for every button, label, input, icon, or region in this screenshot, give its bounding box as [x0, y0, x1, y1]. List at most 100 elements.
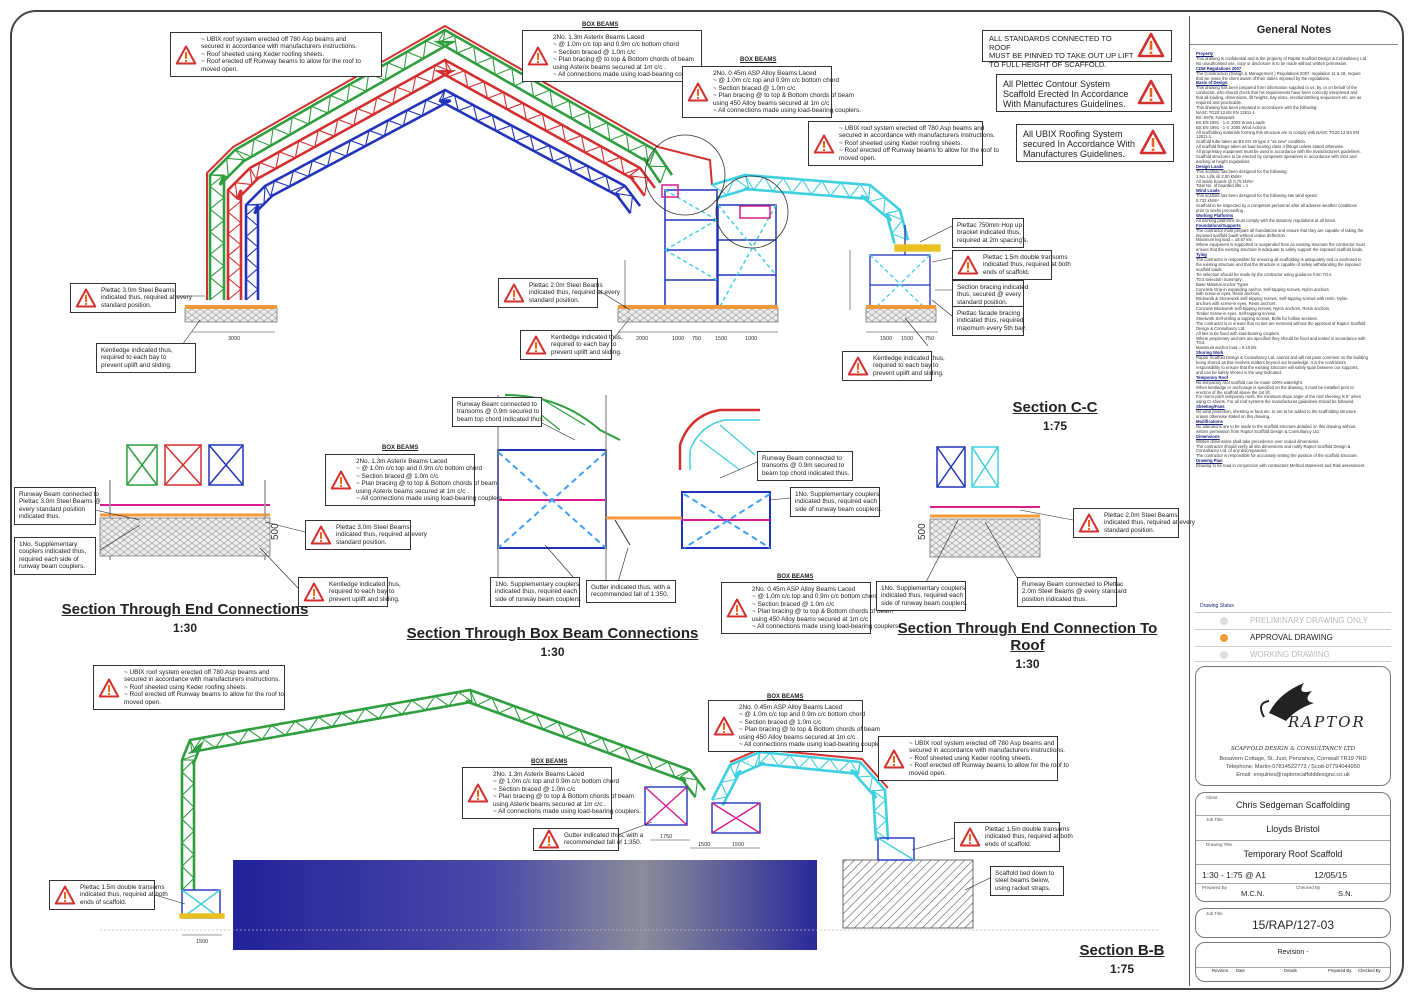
note-line: Gutter indicated thus, with a: [564, 832, 644, 839]
general-notes-heading: Design Loads: [1196, 163, 1224, 169]
truss-lacing: [272, 127, 290, 136]
truss-lacing: [245, 257, 259, 269]
general-notes-line: This drawing has been prepared in accord…: [1196, 104, 1318, 110]
general-notes-line: Concrete Grip-in expanding anchor, Self-…: [1196, 286, 1329, 292]
warning-triangle-icon: [467, 783, 489, 805]
cc-kentledge: [184, 305, 937, 323]
note-line: indicated thus, required at both: [985, 833, 1073, 841]
note-line: using 450 Alloy beams secured at 1m c/c …: [739, 733, 859, 741]
truss-lacing: [615, 192, 633, 197]
box-beams-heading-cc-2: BOX BEAMS: [740, 57, 777, 63]
status-approval: APPROVAL DRAWING: [1195, 629, 1391, 645]
company-telephone: Telephone: Martin-07814522773 / Scott-07…: [1225, 764, 1361, 770]
note-line: position indicated thus.: [1022, 595, 1088, 603]
drawing-frame: [10, 10, 1404, 990]
general-notes-line: BS: 5975; Falsework: [1196, 114, 1235, 120]
truss-lacing: [201, 737, 216, 749]
truss-lacing: [209, 265, 225, 278]
truss-lacing: [456, 45, 474, 54]
truss-lacing: [694, 779, 699, 798]
warning-triangle-icon: [303, 582, 325, 604]
general-notes-line: No unauthorised use, copy or disclosure …: [1196, 60, 1348, 66]
truss-lacing: [601, 737, 610, 754]
general-notes-line: BS EN 1991 - 1-3: 2003 Snow Loads: [1196, 119, 1265, 125]
truss-lacing: [557, 721, 566, 738]
truss-lacing: [791, 179, 804, 194]
truss-lacing: [609, 185, 626, 193]
truss-lacing: [263, 185, 266, 205]
truss-lacing: [529, 135, 535, 152]
rev-col-date: Date: [1236, 968, 1245, 973]
note-line: 2No. 1.3m Asterix Beams Laced: [493, 771, 585, 778]
note-line: ~ Roof erected off Runway beams to allow…: [839, 147, 999, 155]
general-notes-line: written permission from Raptor Scaffold …: [1196, 428, 1320, 434]
note-line: secured in accordance with manufacturers…: [909, 747, 1065, 755]
title-section-end-connection-roof: Section Through End Connection To Roof 1…: [880, 620, 1175, 671]
checked-label: Checked By: [1296, 885, 1321, 890]
general-notes-heading: Modifications: [1196, 418, 1223, 424]
note-line: ~ All connections made using load-bearin…: [553, 71, 701, 79]
job-number-value: 15/RAP/127-03: [1251, 918, 1335, 932]
note-line: required to each bay to: [873, 362, 939, 370]
general-notes-line: Maximum anchor load = 6.10 kN.: [1196, 345, 1258, 351]
truss-lacing: [245, 289, 259, 301]
note-line: required each side of: [19, 555, 79, 563]
warning-triangle-icon: [1137, 79, 1165, 107]
truss-lacing: [772, 177, 784, 192]
warning-triangle-icon: [310, 525, 332, 547]
truss-lacing: [191, 737, 203, 753]
general-notes-line: This drawing has been prepared from info…: [1196, 85, 1358, 91]
truss-lacing: [350, 140, 366, 147]
note-line: standard position.: [336, 538, 387, 546]
title-section-bb: Section B-B 1:75: [1062, 942, 1182, 976]
warn-plettec-guidelines: All Plettec Contour System Scaffold Erec…: [996, 74, 1172, 112]
truss-lacing: [308, 716, 319, 732]
general-notes-line: ensure that the existing structure is ad…: [1196, 247, 1364, 253]
note-line: standard position.: [101, 301, 152, 309]
general-notes-line: being shored as this involves matters be…: [1196, 360, 1346, 366]
title-section-box-beam-connections: Section Through Box Beam Connections 1:3…: [405, 625, 700, 659]
truss-lacing: [234, 182, 238, 200]
cc-dim-1000: 1000: [672, 336, 684, 342]
warning-triangle-icon: [98, 678, 120, 700]
truss-lacing: [849, 760, 860, 775]
se-kentledge: [99, 517, 271, 557]
truss-lacing: [249, 167, 253, 185]
status-working: WORKING DRAWING: [1195, 646, 1391, 662]
truss-lacing: [533, 89, 551, 98]
general-notes-title: General Notes: [1190, 16, 1398, 45]
truss-lacing: [318, 129, 335, 137]
prepared-value: M.C.N.: [1241, 889, 1265, 898]
cc-dim-1500: 1500: [715, 336, 727, 342]
truss-chord: [226, 58, 657, 300]
truss-lacing: [234, 149, 252, 158]
truss-lacing: [754, 751, 761, 768]
note-ubix-cc-right: ~ UBIX roof system erected off 780 Asp b…: [808, 121, 999, 167]
general-notes-line: The contractor should verify all site di…: [1196, 443, 1351, 449]
general-notes-line: All ties to be fixed with load-bearing c…: [1196, 330, 1281, 336]
truss-lacing: [227, 266, 242, 279]
title-scale: 1:30: [540, 645, 565, 659]
note-line: standard position.: [1104, 526, 1155, 534]
box-beams-heading-bb-1: BOX BEAMS: [767, 694, 804, 700]
truss-lacing: [869, 775, 874, 792]
revision-block: Revision - Revision Date Details Prepare…: [1195, 942, 1391, 982]
truss-lacing: [891, 219, 904, 234]
truss-lacing: [552, 100, 570, 109]
bb-roof-green: [180, 688, 707, 891]
rev-col-details: Details: [1284, 968, 1297, 973]
note-line: using Asterix beams secured at 1m c/c .: [553, 63, 666, 71]
note-ubix-bb: ~ UBIX roof system erected off 780 Asp b…: [93, 665, 285, 711]
title-section-cc: Section C-C 1:75: [995, 399, 1115, 433]
note-asp-cc: 2No. 0.45m ASP Alloy Beams Laced~ @ 1.0m…: [682, 66, 861, 119]
ser-towers: [930, 446, 1040, 518]
cc-roof-blue: [244, 88, 642, 301]
note-line: Plettac facade bracing: [957, 310, 1021, 317]
truss-lacing: [628, 144, 646, 152]
company-block: RAPTOR SCAFFOLD DESIGN & CONSULTANCY LTD…: [1195, 666, 1391, 786]
truss-lacing: [818, 758, 831, 771]
truss-lacing: [472, 105, 478, 121]
truss-lacing: [561, 124, 566, 142]
